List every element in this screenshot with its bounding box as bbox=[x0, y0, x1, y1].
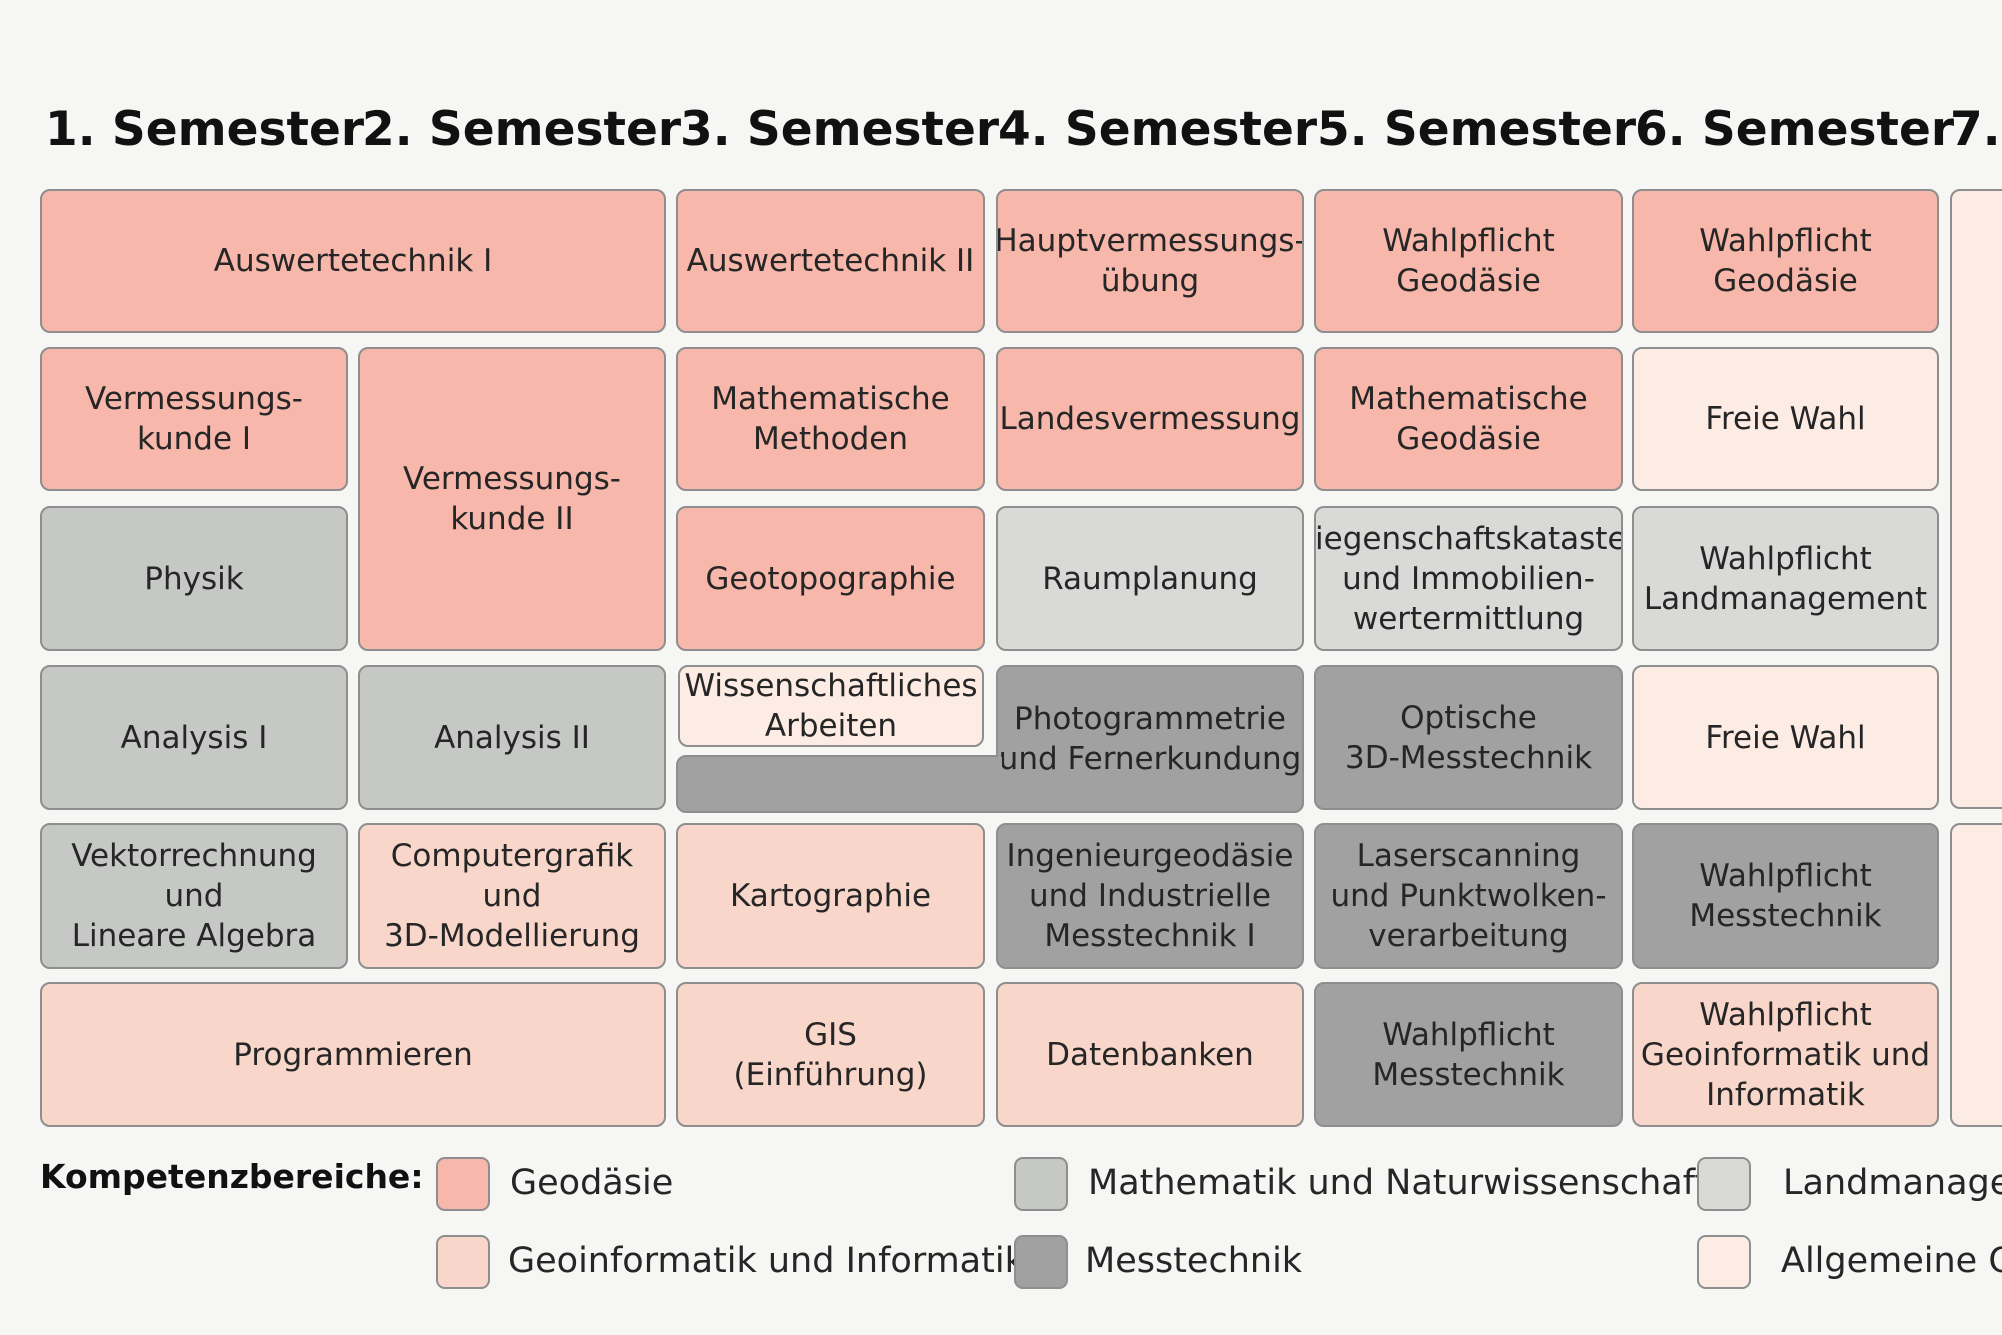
module-auswertetechnik-2: Auswertetechnik II bbox=[676, 189, 985, 333]
module-laserscanning: Laserscanning und Punktwolken- verarbeit… bbox=[1314, 823, 1623, 969]
module-wahlpflicht-landmanagement: Wahlpflicht Landmanagement bbox=[1632, 506, 1939, 651]
module-wahlpflicht-geodaesie-5: Wahlpflicht Geodäsie bbox=[1314, 189, 1623, 333]
module-mathematische-geodaesie: Mathematische Geodäsie bbox=[1314, 347, 1623, 491]
module-wahlpflicht-geodaesie-6: Wahlpflicht Geodäsie bbox=[1632, 189, 1939, 333]
module-programmieren: Programmieren bbox=[40, 982, 666, 1127]
module-geotopographie: Geotopographie bbox=[676, 506, 985, 651]
semester-2-heading: 2. Semester bbox=[362, 102, 681, 157]
module-liegenschaftskataster: Liegenschaftskataster und Immobilien- we… bbox=[1314, 506, 1623, 651]
module-ingenieurgeodaesie: Ingenieurgeodäsie und Industrielle Messt… bbox=[996, 823, 1304, 969]
module-vermessungskunde-2: Vermessungs- kunde II bbox=[358, 347, 666, 651]
module-photogrammetrie-joint bbox=[996, 757, 1002, 811]
module-mathematische-methoden: Mathematische Methoden bbox=[676, 347, 985, 491]
semester-1-heading: 1. Semester bbox=[45, 102, 364, 157]
module-raumplanung: Raumplanung bbox=[996, 506, 1304, 651]
module-semester-7-upper bbox=[1950, 189, 2002, 809]
semester-6-heading: 6. Semester bbox=[1635, 102, 1954, 157]
module-semester-7-lower bbox=[1950, 823, 2002, 1127]
module-hauptvermessungsuebung: Hauptvermessungs- übung bbox=[996, 189, 1304, 333]
module-analysis-2: Analysis II bbox=[358, 665, 666, 810]
legend-swatch-landmanagement bbox=[1697, 1157, 1751, 1211]
module-kartographie: Kartographie bbox=[676, 823, 985, 969]
legend-label-landmanagement: Landmanagem bbox=[1783, 1163, 2002, 1203]
module-wahlpflicht-messtechnik-6: Wahlpflicht Messtechnik bbox=[1632, 823, 1939, 969]
module-photogrammetrie: Photogrammetrie und Fernerkundung bbox=[996, 665, 1304, 813]
module-landesvermessung: Landesvermessung bbox=[996, 347, 1304, 491]
legend-title: Kompetenzbereiche: bbox=[40, 1157, 424, 1196]
legend-swatch-geoinformatik bbox=[436, 1235, 490, 1289]
legend-label-geodaesie: Geodäsie bbox=[510, 1163, 674, 1203]
module-freie-wahl-1: Freie Wahl bbox=[1632, 347, 1939, 491]
module-vermessungskunde-1: Vermessungs- kunde I bbox=[40, 347, 348, 491]
module-datenbanken: Datenbanken bbox=[996, 982, 1304, 1127]
semester-5-heading: 5. Semester bbox=[1317, 102, 1636, 157]
module-freie-wahl-2: Freie Wahl bbox=[1632, 665, 1939, 810]
module-wahlpflicht-geoinformatik: Wahlpflicht Geoinformatik und Informatik bbox=[1632, 982, 1939, 1127]
legend-label-geoinformatik: Geoinformatik und Informatik bbox=[508, 1241, 1025, 1281]
module-optische-messtechnik: Optische 3D-Messtechnik bbox=[1314, 665, 1623, 810]
module-computergrafik: Computergrafik und 3D-Modellierung bbox=[358, 823, 666, 969]
module-auswertetechnik-1: Auswertetechnik I bbox=[40, 189, 666, 333]
legend-swatch-messtechnik bbox=[1014, 1235, 1068, 1289]
module-gis: GIS (Einführung) bbox=[676, 982, 985, 1127]
semester-4-heading: 4. Semester bbox=[998, 102, 1317, 157]
legend-label-messtechnik: Messtechnik bbox=[1085, 1241, 1303, 1281]
module-vektorrechnung: Vektorrechnung und Lineare Algebra bbox=[40, 823, 348, 969]
module-wahlpflicht-messtechnik-5: Wahlpflicht Messtechnik bbox=[1314, 982, 1623, 1127]
module-physik: Physik bbox=[40, 506, 348, 651]
semester-7-heading: 7. bbox=[1950, 102, 2001, 157]
module-analysis-1: Analysis I bbox=[40, 665, 348, 810]
legend-swatch-allgemeine bbox=[1697, 1235, 1751, 1289]
legend-label-allgemeine: Allgemeine Qu bbox=[1781, 1241, 2002, 1281]
legend-swatch-geodaesie bbox=[436, 1157, 490, 1211]
module-wissenschaftliches-arbeiten: Wissenschaftliches Arbeiten bbox=[678, 665, 984, 747]
legend-label-mathematik: Mathematik und Naturwissenschaften bbox=[1088, 1163, 1752, 1203]
semester-3-heading: 3. Semester bbox=[680, 102, 999, 157]
legend-swatch-mathematik bbox=[1014, 1157, 1068, 1211]
